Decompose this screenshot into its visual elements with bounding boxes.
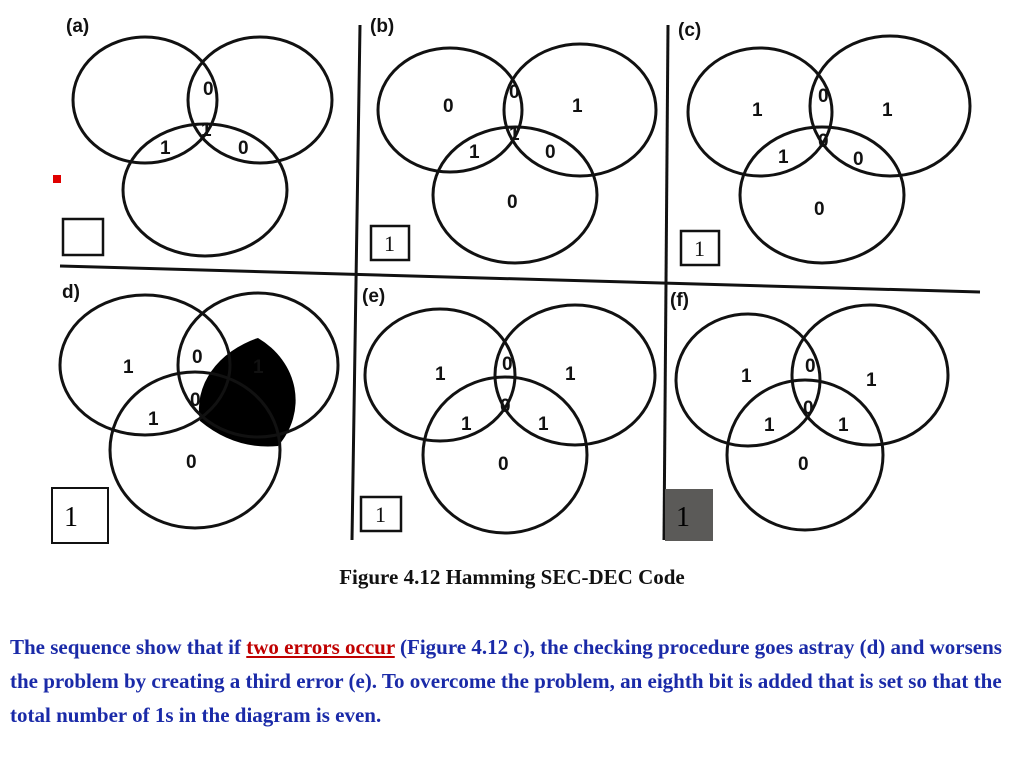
parity-box (359, 495, 403, 533)
bit-center: 0 (803, 398, 814, 419)
bit-top: 0 (805, 356, 816, 377)
bit-left: 1 (435, 364, 446, 385)
bit-bottom-left: 1 (764, 415, 775, 436)
bit-bottom-right: 1 (538, 414, 549, 435)
panel-e-label: (e) (362, 286, 385, 307)
panel-dividers (59, 24, 981, 541)
parity-bit: 1 (676, 502, 690, 533)
parity-box (679, 229, 721, 267)
description-highlight: two errors occur (246, 635, 395, 659)
bit-right: 1 (572, 96, 583, 117)
bit-bottom-right: 0 (545, 142, 556, 163)
bit-bottom: 0 (798, 454, 809, 475)
bit-center: 1 (201, 120, 212, 141)
bit-bottom-left: 1 (469, 142, 480, 163)
bit-bottom-left: 1 (461, 414, 472, 435)
bit-center: 1 (509, 124, 520, 145)
bit-center: 0 (500, 396, 511, 417)
parity-bit: 1 (384, 231, 395, 256)
bit-right: 1 (565, 364, 576, 385)
panel-a-label: (a) (66, 16, 89, 37)
bit-bottom: 0 (507, 192, 518, 213)
bit-bottom-right: 0 (238, 138, 249, 159)
parity-box-dark (665, 489, 713, 541)
bit-top: 0 (203, 79, 214, 100)
bit-bottom-left: 1 (148, 409, 159, 430)
parity-box-empty (61, 217, 105, 257)
bit-top: 0 (818, 86, 829, 107)
description-paragraph: The sequence show that if two errors occ… (10, 630, 1015, 732)
parity-bit: 1 (694, 236, 705, 261)
panel-b: (b) 0 0 1 1 1 0 0 1 (369, 16, 658, 265)
parity-bit: 1 (375, 502, 386, 527)
parity-bit: 1 (64, 502, 78, 533)
figure-caption: Figure 4.12 Hamming SEC-DEC Code (339, 565, 685, 589)
shaded-error-region (198, 338, 296, 447)
bit-right: 1 (866, 370, 877, 391)
panel-e: (e) 1 0 1 0 1 1 0 1 (359, 286, 657, 535)
bit-top: 0 (192, 347, 203, 368)
bit-bottom-right: 1 (838, 415, 849, 436)
bit-bottom: 0 (498, 454, 509, 475)
bit-top: 0 (509, 82, 520, 103)
bit-left: 1 (123, 357, 134, 378)
bit-bottom-left: 1 (160, 138, 171, 159)
bit-right: 1 (882, 100, 893, 121)
bit-bottom: 0 (814, 199, 825, 220)
bit-bottom: 0 (186, 452, 197, 473)
panel-f-label: (f) (670, 290, 689, 311)
red-marker (53, 175, 61, 183)
panel-c: (c) 1 0 1 0 1 0 0 1 (678, 20, 972, 267)
bit-bottom-left: 1 (778, 147, 789, 168)
hamming-venn-figure: (a) 0 1 1 0 (b) 0 0 1 1 1 0 0 1 (c) 1 0 … (51, 16, 981, 544)
panel-c-label: (c) (678, 20, 701, 41)
panel-d: d) 1 0 1 0 1 0 1 (51, 282, 340, 544)
bit-left: 1 (741, 366, 752, 387)
parity-box (51, 487, 109, 544)
bit-right: 1 (253, 357, 264, 378)
panel-a: (a) 0 1 1 0 (53, 16, 334, 258)
bit-center: 0 (818, 131, 829, 152)
panel-d-label: d) (62, 282, 80, 303)
panel-b-label: (b) (370, 16, 394, 37)
panel-f: (f) 1 0 1 0 1 1 0 1 (665, 290, 950, 541)
bit-bottom-right: 0 (853, 149, 864, 170)
bit-left: 1 (752, 100, 763, 121)
description-text-after: (Figure 4.12 c), the checking procedure … (10, 635, 1002, 727)
bit-center: 0 (190, 390, 201, 411)
description-text-before: The sequence show that if (10, 635, 247, 659)
bit-left: 0 (443, 96, 454, 117)
bit-top: 0 (502, 354, 513, 375)
parity-box (369, 224, 411, 262)
